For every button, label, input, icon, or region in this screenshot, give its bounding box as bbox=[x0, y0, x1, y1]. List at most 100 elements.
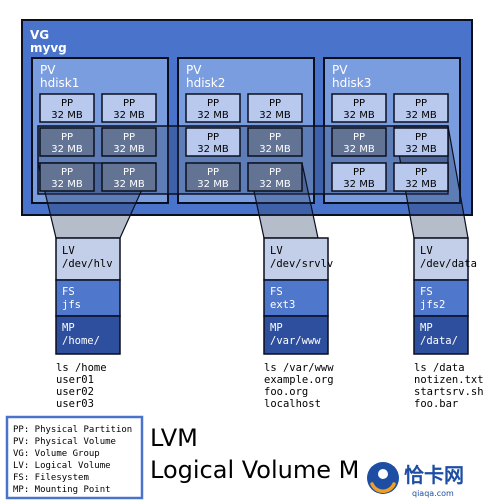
diagram-title-line1: LVM bbox=[150, 424, 198, 452]
pp-type-label: PP bbox=[61, 167, 73, 178]
mp-name-label: /data/ bbox=[420, 335, 458, 347]
vg-type-label: VG bbox=[30, 28, 49, 42]
pp-size-label: 32 MB bbox=[113, 144, 145, 155]
legend-item: LV: Logical Volume bbox=[13, 461, 111, 471]
legend-item: PV: Physical Volume bbox=[13, 437, 116, 447]
pv-name-label: hdisk3 bbox=[332, 76, 371, 90]
pp-type-label: PP bbox=[353, 167, 365, 178]
listing-line: user03 bbox=[56, 398, 94, 410]
pv-type-label: PV bbox=[332, 63, 348, 77]
listing-line: notizen.txt bbox=[414, 374, 484, 386]
pp-type-label: PP bbox=[123, 132, 135, 143]
listing-line: ls /home bbox=[56, 362, 107, 374]
legend-box: PP: Physical Partition PV: Physical Volu… bbox=[5, 415, 144, 500]
mp-type-label: MP bbox=[420, 322, 433, 334]
pp-type-label: PP bbox=[269, 98, 281, 109]
pp-size-label: 32 MB bbox=[343, 110, 375, 121]
fs-type-label: FS bbox=[420, 286, 433, 298]
pp-size-label: 32 MB bbox=[259, 144, 291, 155]
pp-size-label: 32 MB bbox=[343, 144, 375, 155]
pp-size-label: 32 MB bbox=[197, 144, 229, 155]
pp-size-label: 32 MB bbox=[197, 179, 229, 190]
pp-type-label: PP bbox=[269, 132, 281, 143]
pp-type-label: PP bbox=[207, 132, 219, 143]
listing-line: foo.bar bbox=[414, 398, 458, 410]
legend-item: VG: Volume Group bbox=[13, 449, 100, 459]
listing-line: ls /var/www bbox=[264, 362, 334, 374]
pv-name-label: hdisk2 bbox=[186, 76, 225, 90]
fs-type-label: FS bbox=[62, 286, 75, 298]
pp-size-label: 32 MB bbox=[343, 179, 375, 190]
pp-type-label: PP bbox=[415, 132, 427, 143]
lv-stack-hlv: LV /dev/hlv FS jfs MP /home/ bbox=[55, 237, 121, 355]
lv-name-label: /dev/srvlv bbox=[270, 258, 333, 270]
watermark: 恰卡网 qiaqa.com bbox=[362, 455, 496, 501]
fs-name-label: jfs bbox=[62, 299, 81, 311]
pp-type-label: PP bbox=[123, 98, 135, 109]
pv-type-label: PV bbox=[186, 63, 202, 77]
mp-type-label: MP bbox=[270, 322, 283, 334]
listing-data: ls /data notizen.txt startsrv.sh foo.bar bbox=[414, 362, 484, 410]
watermark-url: qiaqa.com bbox=[412, 489, 454, 498]
listing-line: ls /data bbox=[414, 362, 465, 374]
pp-type-label: PP bbox=[415, 167, 427, 178]
fs-name-label: jfs2 bbox=[420, 299, 445, 311]
vg-name-label: myvg bbox=[30, 41, 67, 55]
lv-type-label: LV bbox=[420, 245, 433, 257]
listing-var-www: ls /var/www example.org foo.org localhos… bbox=[264, 362, 334, 410]
legend-item: MP: Mounting Point bbox=[13, 485, 111, 495]
pp-type-label: PP bbox=[207, 167, 219, 178]
pp-type-label: PP bbox=[353, 98, 365, 109]
mp-type-label: MP bbox=[62, 322, 75, 334]
diagram-title-line2: Logical Volume M bbox=[150, 456, 359, 484]
pp-size-label: 32 MB bbox=[197, 110, 229, 121]
pp-type-label: PP bbox=[207, 98, 219, 109]
listing-line: startsrv.sh bbox=[414, 386, 484, 398]
legend-item: FS: Filesystem bbox=[13, 473, 89, 483]
listing-line: user02 bbox=[56, 386, 94, 398]
pp-type-label: PP bbox=[61, 132, 73, 143]
legend-item: PP: Physical Partition bbox=[13, 425, 132, 435]
pp-type-label: PP bbox=[415, 98, 427, 109]
lv-type-label: LV bbox=[270, 245, 283, 257]
pp-size-label: 32 MB bbox=[405, 110, 437, 121]
pp-type-label: PP bbox=[123, 167, 135, 178]
pv-type-label: PV bbox=[40, 63, 56, 77]
pp-size-label: 32 MB bbox=[113, 179, 145, 190]
lv-name-label: /dev/data bbox=[420, 258, 477, 270]
listing-line: localhost bbox=[264, 398, 321, 410]
listing-line: user01 bbox=[56, 374, 94, 386]
fs-name-label: ext3 bbox=[270, 299, 295, 311]
pp-size-label: 32 MB bbox=[113, 110, 145, 121]
pp-size-label: 32 MB bbox=[51, 144, 83, 155]
lv-stack-srvlv: LV /dev/srvlv FS ext3 MP /var/www bbox=[263, 237, 333, 355]
lv-type-label: LV bbox=[62, 245, 75, 257]
pp-type-label: PP bbox=[61, 98, 73, 109]
mp-name-label: /home/ bbox=[62, 335, 100, 347]
pp-size-label: 32 MB bbox=[405, 144, 437, 155]
pp-size-label: 32 MB bbox=[259, 179, 291, 190]
pv-name-label: hdisk1 bbox=[40, 76, 79, 90]
pp-size-label: 32 MB bbox=[51, 179, 83, 190]
lv-stack-data: LV /dev/data FS jfs2 MP /data/ bbox=[413, 237, 477, 355]
fs-type-label: FS bbox=[270, 286, 283, 298]
pp-type-label: PP bbox=[353, 132, 365, 143]
lv-name-label: /dev/hlv bbox=[62, 258, 113, 270]
listing-line: foo.org bbox=[264, 386, 308, 398]
